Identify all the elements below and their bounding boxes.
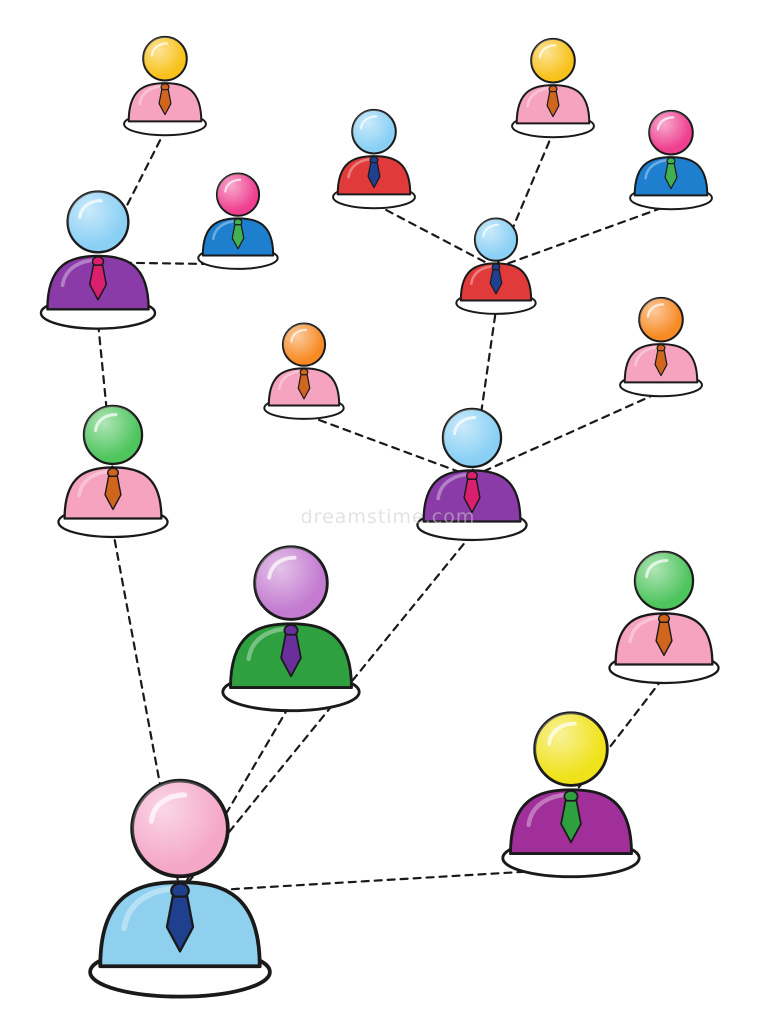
person-p13: [501, 711, 641, 879]
person-p9: [332, 108, 416, 210]
link-line: [494, 131, 555, 269]
tie-blade: [654, 350, 668, 377]
person-p6: [416, 407, 528, 542]
person-p3: [123, 35, 207, 137]
tie-blade: [367, 162, 381, 189]
body-highlight: [121, 885, 179, 932]
link-line: [178, 701, 293, 894]
person-p10: [455, 217, 537, 315]
head-highlight: [150, 42, 169, 57]
head-highlight: [78, 199, 103, 219]
person-p8: [619, 296, 703, 398]
head-highlight: [224, 178, 242, 193]
tie-blade: [546, 91, 560, 118]
tie-blade: [664, 163, 678, 190]
tie-blade: [165, 895, 195, 953]
head-highlight: [656, 116, 675, 131]
tie-blade: [489, 269, 503, 295]
tie-blade: [297, 374, 311, 400]
person-p14: [608, 550, 720, 685]
person-p12: [629, 109, 713, 211]
link-line: [178, 867, 573, 894]
head-highlight: [148, 792, 188, 824]
head-highlight: [453, 416, 477, 436]
tie-blade: [463, 478, 481, 514]
person-root: [88, 778, 272, 999]
tie-blade: [655, 621, 673, 657]
tie-blade: [158, 89, 172, 116]
head-highlight: [359, 115, 378, 130]
link-line: [111, 529, 182, 894]
link-line: [302, 413, 474, 478]
head-highlight: [482, 223, 500, 238]
tie-blade: [231, 224, 245, 250]
head-highlight: [645, 559, 669, 579]
tie-blade: [104, 475, 122, 511]
person-icons: [39, 35, 720, 999]
person-p1: [57, 404, 169, 539]
head-highlight: [538, 44, 557, 59]
person-p4: [197, 172, 279, 270]
person-p2: [39, 190, 157, 330]
person-p11: [511, 37, 595, 139]
link-line: [494, 203, 673, 269]
head-highlight: [267, 555, 297, 580]
head-highlight: [94, 413, 118, 433]
link-line: [470, 390, 663, 478]
link-line: [372, 202, 498, 269]
link-line: [96, 129, 167, 264]
head-highlight: [646, 303, 665, 318]
tie-blade: [560, 799, 582, 844]
person-p7: [263, 322, 345, 420]
tie-blade: [88, 264, 108, 301]
head-highlight: [290, 328, 308, 343]
tie-blade: [280, 633, 302, 678]
person-p5: [221, 545, 361, 713]
head-highlight: [547, 721, 577, 746]
